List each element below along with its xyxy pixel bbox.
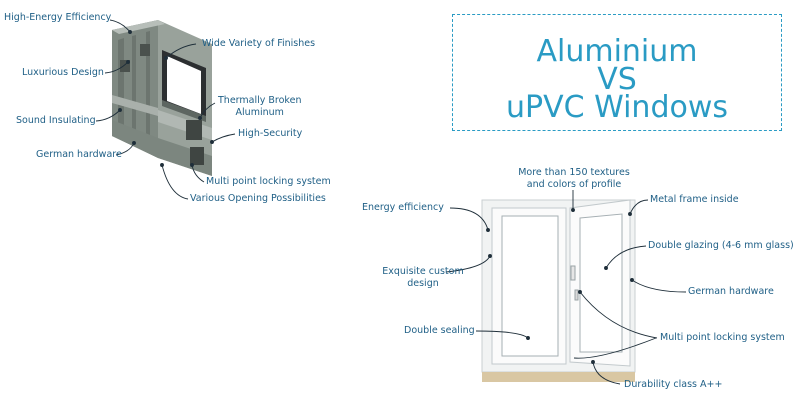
label-thermally-broken: Thermally Broken Aluminum [218,95,301,119]
label-german-hardware-upvc: German hardware [688,286,774,297]
label-multipoint-upvc: Multi point locking system [660,332,785,343]
title-line-2: VS [597,62,637,97]
label-textures-line2: and colors of profile [526,179,622,190]
label-textures: More than 150 textures and colors of pro… [512,167,636,191]
label-textures-line1: More than 150 textures [518,167,630,178]
label-high-energy-efficiency: High-Energy Efficiency [4,12,112,23]
label-high-security: High-Security [238,128,303,139]
aluminium-window-section [112,20,212,176]
label-durability: Durability class A++ [624,379,723,390]
title-line-1: Aluminium [536,34,698,69]
title-line-3: uPVC Windows [505,90,729,125]
upvc-window [481,199,636,382]
label-german-hardware-aluminium: German hardware [36,149,122,160]
label-double-glazing: Double glazing (4-6 mm glass) [648,240,794,251]
label-exquisite-line1: Exquisite custom [382,266,464,277]
label-luxurious-design: Luxurious Design [22,67,104,78]
label-thermally-broken-line1: Thermally Broken [218,95,302,106]
label-wide-variety-finishes: Wide Variety of Finishes [202,38,316,49]
label-sound-insulating: Sound Insulating [16,115,96,126]
label-opening-possibilities: Various Opening Possibilities [190,193,326,204]
aluminium-leader-lines [95,19,236,200]
upvc-leader-lines [445,190,687,385]
label-double-sealing: Double sealing [404,325,475,336]
label-multipoint-aluminium: Multi point locking system [206,176,331,187]
label-exquisite-design: Exquisite custom design [380,266,466,290]
title-box: Aluminium VS uPVC Windows [452,14,782,131]
label-energy-efficiency: Energy efficiency [362,202,444,213]
label-metal-frame: Metal frame inside [650,194,739,205]
label-exquisite-line2: design [407,278,439,289]
label-thermally-broken-line2: Aluminum [235,107,284,118]
